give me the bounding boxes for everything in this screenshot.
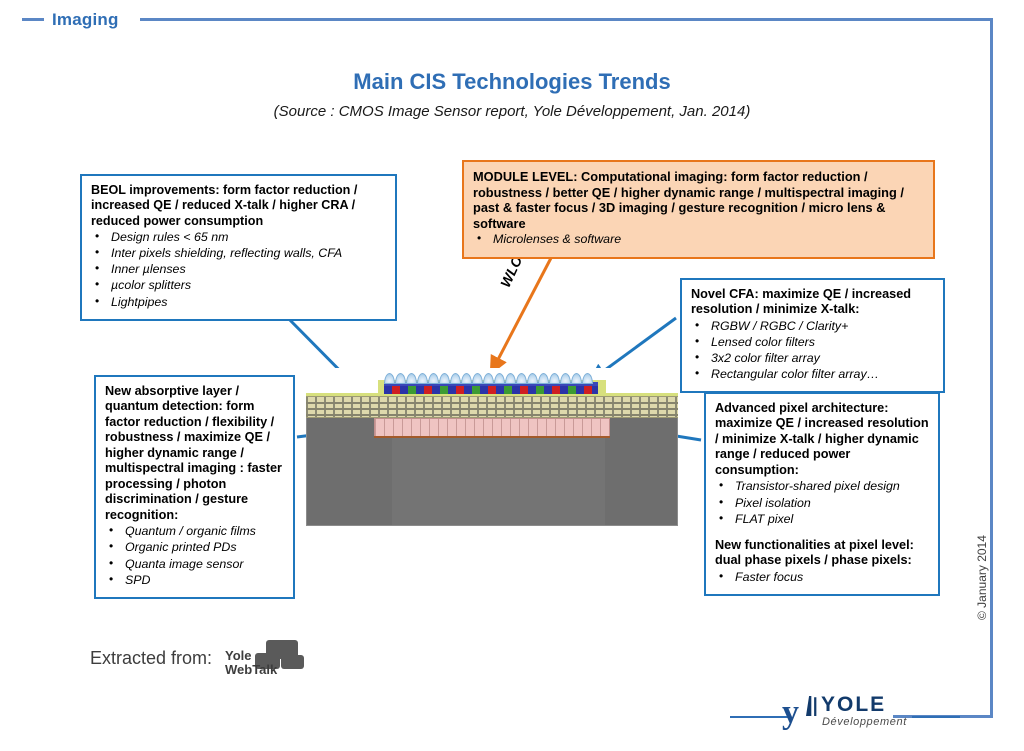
logo-rule-left (730, 716, 790, 718)
list-item: Pixel isolation (715, 495, 929, 511)
microlens-dome (384, 373, 395, 384)
frame-top-border (140, 18, 993, 21)
yole-webtalk-logo: Yole WebTalk (225, 640, 311, 686)
callout-novel-cfa[interactable]: Novel CFA: maximize QE / increased resol… (680, 278, 945, 394)
page-subtitle-source: (Source : CMOS Image Sensor report, Yole… (273, 103, 751, 120)
microlens-dome (538, 373, 549, 384)
microlens-dome (472, 373, 483, 384)
yole-developpement-logo: y YOLE Développement (730, 692, 960, 738)
extracted-from-label: Extracted from: (90, 648, 213, 668)
beol-rail-3 (306, 414, 678, 416)
callout-new-absorptive-layer[interactable]: New absorptive layer / quantum detection… (94, 375, 295, 599)
list-item: Organic printed PDs (105, 539, 284, 555)
list-item: Rectangular color filter array… (691, 366, 934, 382)
callout-pixel-heading: Advanced pixel architecture: maximize QE… (715, 401, 929, 477)
microlens-dome (505, 373, 516, 384)
callout-beol-bullets: Design rules < 65 nm Inter pixels shield… (91, 229, 386, 310)
list-item: Transistor-shared pixel design (715, 478, 929, 494)
list-item: Microlenses & software (473, 231, 924, 247)
logo-wordmark: YOLE (821, 693, 887, 716)
microlens-dome (395, 373, 406, 384)
microlens-dome (461, 373, 472, 384)
microlens-dome (516, 373, 527, 384)
beol-rail-2 (306, 408, 678, 410)
list-item: RGBW / RGBC / Clarity+ (691, 318, 934, 334)
list-item: SPD (105, 572, 284, 588)
microlens-dome (428, 373, 439, 384)
layer-cfa-planarization (384, 382, 598, 387)
microlens-dome (571, 373, 582, 384)
callout-module-heading: MODULE LEVEL: Computational imaging: for… (473, 169, 904, 231)
callout-pixel-heading-2: New functionalities at pixel level: dual… (715, 537, 914, 568)
callout-advanced-pixel-architecture[interactable]: Advanced pixel architecture: maximize QE… (704, 392, 940, 596)
callout-pixel-bullets-2: Faster focus (715, 569, 929, 585)
page-title: Main CIS Technologies Trends (353, 69, 671, 94)
webtalk-logo-text: Yole WebTalk (225, 649, 277, 676)
microlens-dome (494, 373, 505, 384)
callout-cfa-heading: Novel CFA: maximize QE / increased resol… (691, 287, 911, 317)
list-item: Design rules < 65 nm (91, 229, 386, 245)
list-item: Quantum / organic films (105, 523, 284, 539)
list-item: FLAT pixel (715, 511, 929, 527)
callout-cfa-bullets: RGBW / RGBC / Clarity+ Lensed color filt… (691, 318, 934, 383)
webtalk-line-2: WebTalk (225, 661, 278, 677)
frame-right-border (990, 18, 993, 718)
header-section-label: Imaging (52, 10, 119, 29)
speech-bubble-icon (255, 653, 280, 669)
beol-rail-1 (306, 402, 678, 404)
photodiode-isolation-walls (375, 419, 609, 436)
microlens-dome (549, 373, 560, 384)
frame-dash-left (22, 18, 44, 21)
callout-absorptive-bullets: Quantum / organic films Organic printed … (105, 523, 284, 588)
microlens-dome (450, 373, 461, 384)
webtalk-line-1: Yole (225, 648, 252, 663)
callout-beol-heading: BEOL improvements: form factor reduction… (91, 183, 358, 228)
microlens-dome (439, 373, 450, 384)
microlens-dome (483, 373, 494, 384)
speech-bubble-icon (281, 655, 304, 669)
list-item: Inner µlenses (91, 261, 386, 277)
layer-silicon-substrate (306, 417, 678, 526)
callout-module-level[interactable]: MODULE LEVEL: Computational imaging: for… (462, 160, 935, 259)
list-item: Lensed color filters (691, 334, 934, 350)
callout-pixel-bullets: Transistor-shared pixel design Pixel iso… (715, 478, 929, 527)
callout-beol-improvements[interactable]: BEOL improvements: form factor reduction… (80, 174, 397, 321)
callout-absorptive-heading: New absorptive layer / quantum detection… (105, 384, 282, 522)
microlens-dome (406, 373, 417, 384)
callout-module-bullets: Microlenses & software (473, 231, 924, 247)
list-item: Lightpipes (91, 294, 386, 310)
copyright-notice: © January 2014 (975, 535, 989, 620)
list-item: µcolor splitters (91, 277, 386, 293)
list-item: Quanta image sensor (105, 556, 284, 572)
microlens-dome (560, 373, 571, 384)
logo-y-mark-icon: y (782, 694, 799, 731)
layer-photodiode (374, 418, 610, 437)
cis-cross-section-diagram (306, 368, 678, 526)
microlens-dome (582, 373, 593, 384)
layer-microlenses (384, 373, 598, 384)
photodiode-base-line (374, 436, 610, 438)
layer-color-filter-array (384, 386, 598, 394)
list-item: Faster focus (715, 569, 929, 585)
list-item: Inter pixels shielding, reflecting walls… (91, 245, 386, 261)
list-item: 3x2 color filter array (691, 350, 934, 366)
layer-beol-metal-stack (306, 396, 678, 418)
logo-rule-right (912, 716, 960, 718)
logo-bars-icon (806, 696, 817, 716)
microlens-dome (527, 373, 538, 384)
logo-tagline: Développement (822, 716, 907, 728)
microlens-dome (417, 373, 428, 384)
